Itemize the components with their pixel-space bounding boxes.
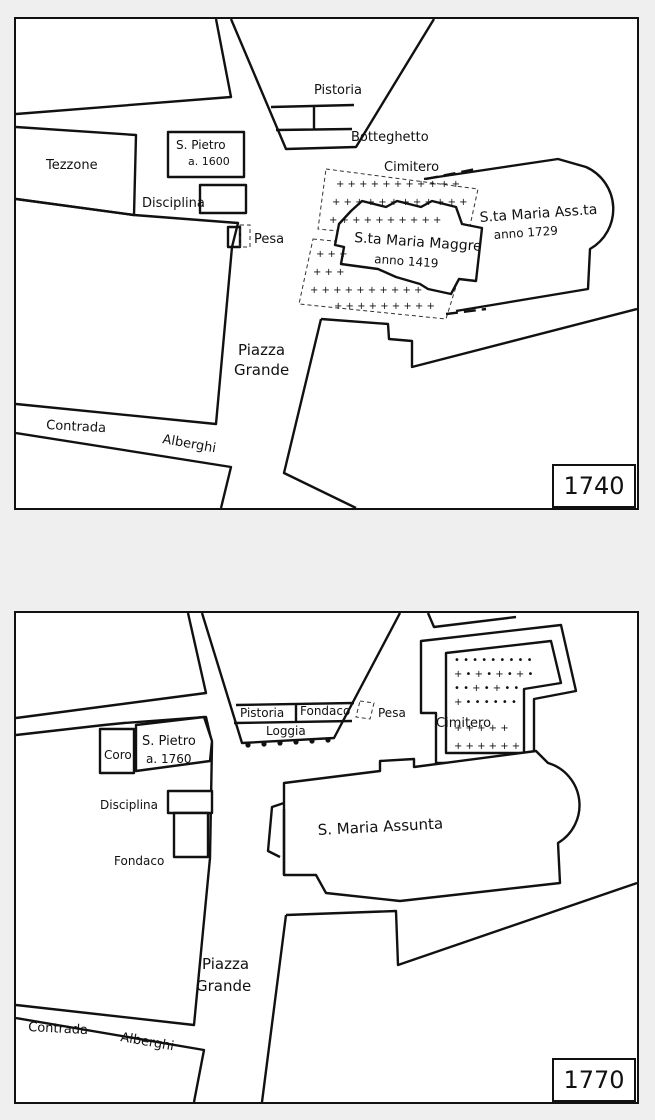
label-contrada: Contrada xyxy=(28,1020,89,1038)
svg-text:• • • • • • • • •: • • • • • • • • • xyxy=(454,655,533,666)
label-disciplina: Disciplina xyxy=(100,798,158,812)
building-disciplina xyxy=(166,789,214,815)
label-loggia: Loggia xyxy=(266,724,306,738)
svg-text:+ + +: + + + xyxy=(313,267,345,278)
svg-text:+ + + + + + + +: + + + + + + + + + + xyxy=(329,215,441,226)
label-s-pietro-year: a. 1600 xyxy=(188,155,230,168)
year-box-1770: 1770 xyxy=(552,1058,636,1102)
cemetery-inner xyxy=(444,639,563,755)
block-lower-left xyxy=(16,1016,206,1102)
label-s-pietro-year: a. 1760 xyxy=(146,752,192,766)
block-top-left xyxy=(16,19,233,116)
label-coro: Coro xyxy=(104,748,132,762)
label-fondaco-top: Fondaco xyxy=(300,704,350,718)
church-apse-front xyxy=(266,801,286,875)
building-coro xyxy=(98,727,136,775)
map-1770: • • • • • • • • • + • + • + • + • • • + … xyxy=(14,611,639,1104)
cemetery-markers: + + + + + + + + + + + + + + + + + + + + … xyxy=(310,179,468,312)
church-sta-maria-maggiore xyxy=(333,199,484,296)
church-sta-maria-assunta xyxy=(423,157,615,313)
label-sta-maria-assta-year: anno 1729 xyxy=(493,224,558,242)
label-pesa: Pesa xyxy=(254,232,284,247)
building-disciplina xyxy=(198,183,248,215)
label-pistoria: Pistoria xyxy=(314,83,362,98)
label-piazza: Piazza xyxy=(202,955,249,973)
building-pesa xyxy=(355,700,375,720)
map-1740: + + + + + + + + + + + + + + + + + + + + … xyxy=(14,17,639,510)
block-lower-right xyxy=(260,881,637,1102)
building-s-pietro xyxy=(134,715,214,773)
label-grande: Grande xyxy=(196,977,251,995)
svg-text:+ + + + +: + + + + + xyxy=(454,723,509,734)
label-alberghi: Alberghi xyxy=(161,432,217,456)
label-tezzone: Tezzone xyxy=(45,158,98,173)
label-pistoria: Pistoria xyxy=(240,706,284,720)
church-s-maria-assunta xyxy=(282,749,581,903)
label-alberghi: Alberghi xyxy=(119,1030,175,1054)
church-assunta-dashed-link xyxy=(425,167,487,316)
block-pistoria xyxy=(200,613,402,745)
label-fondaco-left: Fondaco xyxy=(114,854,164,868)
year-box-1740: 1740 xyxy=(552,464,636,508)
svg-text:+ + + + + + + + + +: + + + + + + + + + + xyxy=(310,285,422,296)
label-grande: Grande xyxy=(234,361,289,379)
svg-text:+ + + + + +: + + + + + + xyxy=(454,741,520,752)
svg-text:+ + +: + + + xyxy=(316,249,348,260)
loggia-columns xyxy=(245,737,331,748)
label-piazza: Piazza xyxy=(238,341,285,359)
label-contrada: Contrada xyxy=(46,418,107,436)
label-sta-maria-assta: S.ta Maria Ass.ta xyxy=(479,202,598,226)
block-lower-left xyxy=(16,431,233,508)
label-botteghetto: Botteghetto xyxy=(351,130,429,145)
svg-text:+ + + + + + + + + +: + + + + + + + + + + + xyxy=(336,179,460,190)
cemetery-outline-top xyxy=(317,168,479,245)
building-s-pietro xyxy=(166,130,246,179)
label-disciplina: Disciplina xyxy=(142,196,205,211)
label-cimitero: Cimitero xyxy=(436,716,491,731)
svg-text:• • + • + • •: • • + • + • • xyxy=(454,683,519,694)
block-left xyxy=(16,197,240,426)
block-lower-right xyxy=(282,307,637,508)
label-s-pietro: S. Pietro xyxy=(176,138,226,152)
pistoria-shops xyxy=(233,701,355,725)
svg-text:+ + + + + + + + +: + + + + + + + + + xyxy=(334,301,435,312)
block-top-left xyxy=(16,613,208,720)
map-1770-drawing: • • • • • • • • • + • + • + • + • • • + … xyxy=(16,613,637,1102)
road-top-right xyxy=(426,613,517,629)
building-pesa-outline xyxy=(239,224,251,248)
svg-text:+ • + • + • + •: + • + • + • + • xyxy=(454,669,533,680)
svg-text:+ + + + + + + + + +: + + + + + + + + + + + + xyxy=(332,197,468,208)
building-fondaco-left xyxy=(172,811,210,859)
label-sta-maria-maggre-year: anno 1419 xyxy=(374,252,439,270)
label-cimitero: Cimitero xyxy=(384,160,439,175)
label-s-pietro: S. Pietro xyxy=(142,734,196,749)
cemetery-markers: • • • • • • • • • + • + • + • + • • • + … xyxy=(454,655,533,752)
map-1740-drawing: + + + + + + + + + + + + + + + + + + + + … xyxy=(16,19,637,508)
pistoria-shops xyxy=(270,103,355,132)
svg-text:+ • • • • • •: + • • • • • • xyxy=(454,697,517,708)
block-pistoria xyxy=(229,19,436,151)
label-pesa: Pesa xyxy=(378,706,406,720)
